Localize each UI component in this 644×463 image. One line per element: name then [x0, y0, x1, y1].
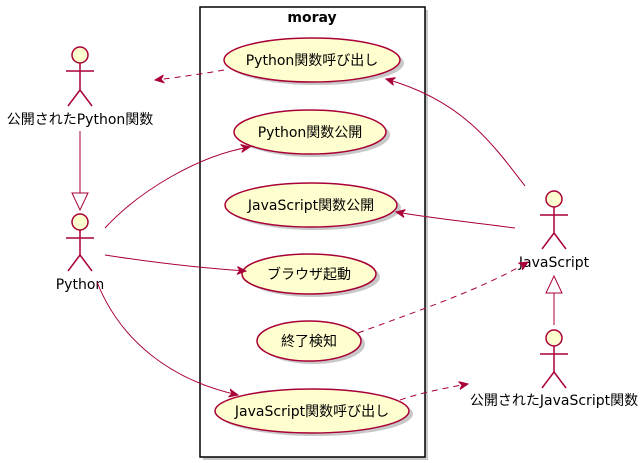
actor-label: 公開されたJavaScript関数 — [470, 393, 638, 409]
usecase-expose-python[interactable]: Python関数公開 — [233, 109, 390, 157]
usecase-label: 終了検知 — [281, 333, 337, 350]
usecase-label: ブラウザ起動 — [267, 266, 351, 283]
actor-python[interactable]: Python — [56, 213, 105, 293]
dependency-detect-exit — [357, 262, 528, 334]
actor-public-js-funcs[interactable]: 公開されたJavaScript関数 — [470, 329, 638, 409]
usecase-call-python[interactable]: Python関数呼び出し — [223, 37, 404, 85]
association-python-launch-browser — [104, 254, 246, 271]
usecase-label: Python関数呼び出し — [246, 53, 379, 69]
generalization-python — [71, 131, 89, 212]
usecase-expose-js[interactable]: JavaScript関数公開 — [224, 182, 401, 230]
usecase-call-js[interactable]: JavaScript関数呼び出し — [214, 388, 413, 436]
dependency-call-js — [399, 384, 468, 401]
usecase-detect-exit[interactable]: 終了検知 — [256, 320, 365, 364]
dependency-call-python — [155, 69, 225, 80]
association-js-call-python — [386, 79, 526, 187]
actor-label: 公開されたPython関数 — [7, 112, 154, 128]
usecase-label: JavaScript関数公開 — [247, 198, 374, 214]
usecase-label: Python関数公開 — [258, 125, 363, 141]
actor-javascript[interactable]: JavaScript — [518, 190, 590, 271]
actor-label: Python — [56, 277, 105, 293]
generalization-javascript — [545, 274, 563, 325]
association-python-expose-python — [104, 147, 250, 229]
actor-public-python-funcs[interactable]: 公開されたPython関数 — [7, 46, 154, 128]
package-title: moray — [287, 10, 336, 26]
association-js-expose-js — [396, 212, 516, 229]
actor-label: JavaScript — [518, 255, 590, 271]
usecase-label: JavaScript関数呼び出し — [234, 404, 389, 420]
association-python-call-js — [96, 281, 238, 395]
usecase-launch-browser[interactable]: ブラウザ起動 — [241, 253, 380, 297]
